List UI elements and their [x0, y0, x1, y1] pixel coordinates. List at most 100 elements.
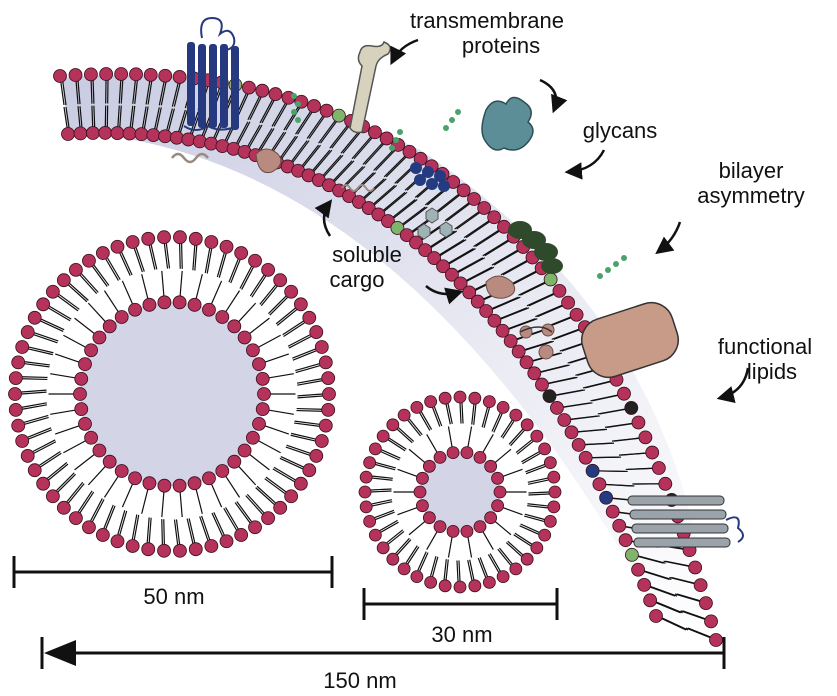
lipid-head [492, 472, 504, 484]
lipid-head [439, 392, 451, 404]
lipid-head [544, 515, 556, 527]
lipid-head [639, 431, 652, 444]
lipid-head [242, 81, 255, 94]
lipid-head [531, 430, 543, 442]
lipid-head [360, 501, 372, 513]
lipid-head [548, 471, 560, 483]
lipid-head [123, 127, 136, 140]
lipid-head [228, 455, 241, 468]
lipid-head [75, 403, 88, 416]
lipid-head [100, 68, 113, 81]
lipid-head [170, 131, 183, 144]
lipid-head [600, 491, 613, 504]
lipid-head [173, 231, 186, 244]
lipid-head [461, 525, 473, 537]
lipid-head [652, 462, 665, 475]
lipid-head [461, 447, 473, 459]
lipid-head [46, 285, 59, 298]
lipid-head [220, 535, 233, 548]
lipid-head [565, 426, 578, 439]
lipid-head [364, 515, 376, 527]
lipid-head [54, 70, 67, 83]
lipid-head [434, 521, 446, 533]
lipid-head [659, 477, 672, 490]
lipid-head [205, 137, 218, 150]
lipid-head [377, 430, 389, 442]
lipid-head [439, 580, 451, 592]
lipid-head [521, 419, 533, 431]
lipid-head [216, 310, 229, 323]
lipid-head [322, 372, 335, 385]
lipid-head [364, 457, 376, 469]
lipid-head [158, 479, 171, 492]
lipid-head [189, 232, 202, 245]
lipid-head [310, 449, 323, 462]
lipid-head [9, 388, 22, 401]
vesicle-30nm [359, 391, 561, 593]
lipid-head [220, 240, 233, 253]
lipid-head [159, 130, 172, 143]
lipid-head [9, 403, 22, 416]
lipid-head [425, 396, 437, 408]
lipid-head [130, 68, 143, 81]
lipid-head [548, 501, 560, 513]
lipid-head [558, 413, 571, 426]
lipid-head [235, 247, 248, 260]
lipid-head [332, 109, 345, 122]
lipid-head [57, 501, 70, 514]
lipid-head [262, 263, 275, 276]
lipid-head [411, 571, 423, 583]
lipid-head [21, 326, 34, 339]
lipid-head [78, 417, 91, 430]
lipid-head [468, 193, 481, 206]
label-transmembrane-line1: transmembrane [372, 8, 602, 33]
lipid-head [562, 296, 575, 309]
lipid-head [474, 451, 486, 463]
lipid-head [416, 500, 428, 512]
lipid-head [256, 403, 269, 416]
scale-bar-arrow-icon [44, 640, 76, 666]
lipid-head [625, 548, 638, 561]
lipid-head [28, 311, 41, 324]
lipid-head [202, 472, 215, 485]
lipid-head [492, 500, 504, 512]
lipid-head [553, 284, 566, 297]
lipid-head [28, 464, 41, 477]
lipid-head [369, 443, 381, 455]
lipid-head [488, 211, 501, 224]
lipid-head [586, 464, 599, 477]
lipid-head [359, 486, 371, 498]
label-soluble-line2: cargo [292, 267, 422, 292]
lipid-head [705, 615, 718, 628]
lipid-head [193, 135, 206, 148]
lipid-head [497, 401, 509, 413]
lipid-head [85, 344, 98, 357]
lipid-head [12, 356, 25, 369]
lipid-head [319, 356, 332, 369]
lipid-head [158, 544, 171, 557]
lipid-head [478, 201, 491, 214]
lipid-head [274, 501, 287, 514]
lipid-head [228, 320, 241, 333]
lipid-head [202, 303, 215, 316]
lipid-head [572, 438, 585, 451]
lipid-head [606, 505, 619, 518]
lipid-head [158, 296, 171, 309]
lipid-head [447, 447, 459, 459]
lipid-head [454, 581, 466, 593]
lipid-head [173, 544, 186, 557]
lipid-head [216, 465, 229, 478]
lipid-head [469, 580, 481, 592]
lipid-head [188, 477, 201, 490]
lipid-head [205, 539, 218, 552]
lipid-head [416, 472, 428, 484]
lipid-head [398, 409, 410, 421]
lipid-head [497, 571, 509, 583]
lipid-head [249, 521, 262, 534]
lipid-head [135, 128, 148, 141]
lipid-head [115, 67, 128, 80]
lipid-head [256, 84, 269, 97]
lipid-head [258, 388, 271, 401]
lipid-head [544, 457, 556, 469]
label-bilayer-line2: asymmetry [676, 183, 826, 208]
